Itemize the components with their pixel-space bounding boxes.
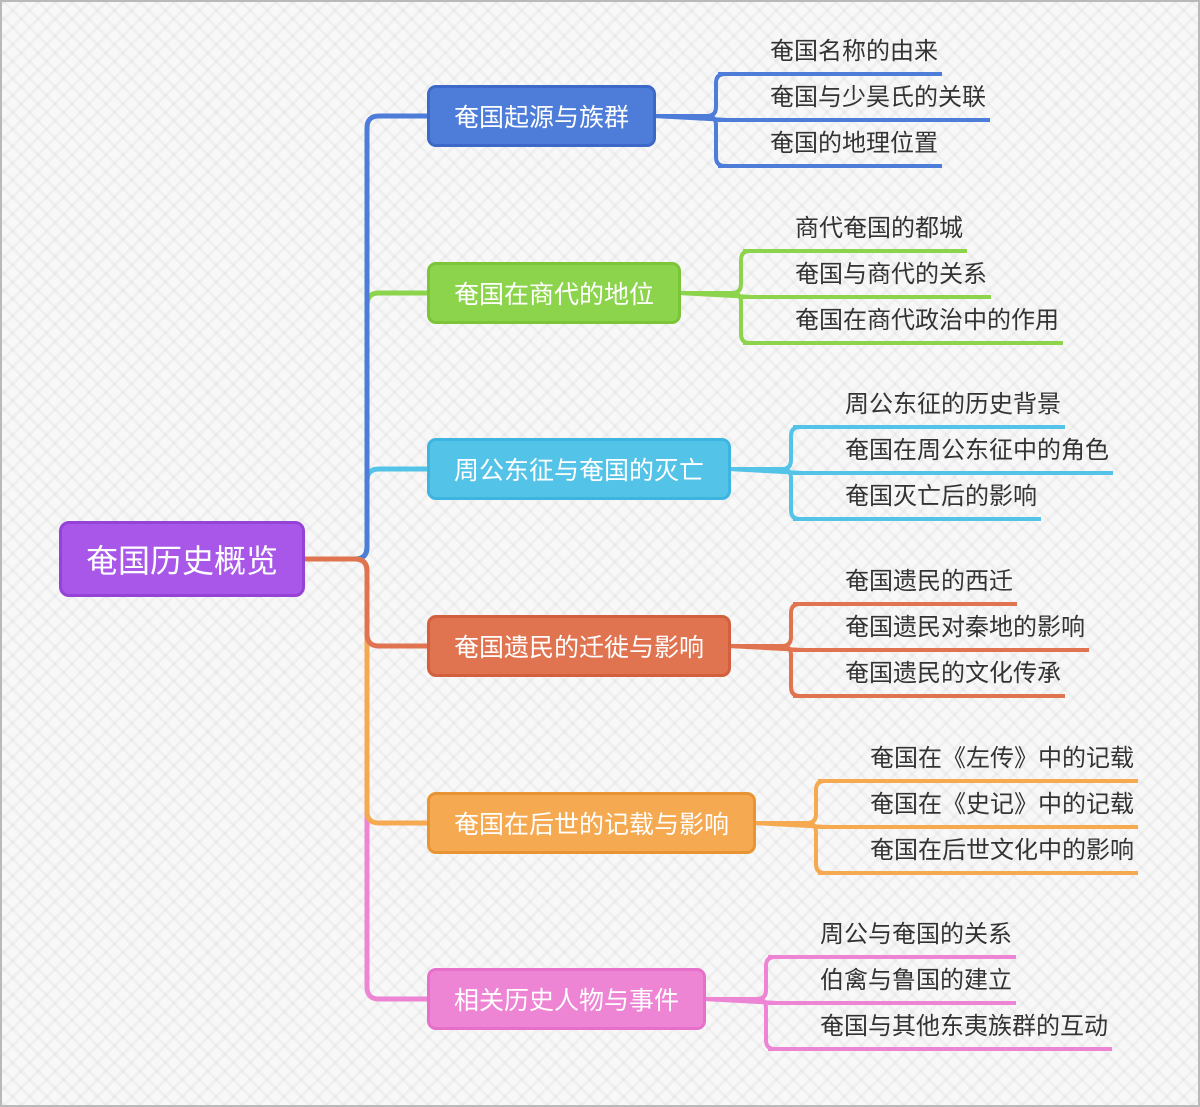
- child-topic[interactable]: 奄国与其他东夷族群的互动: [768, 1006, 1112, 1051]
- child-topic[interactable]: 奄国在周公东征中的角色: [793, 430, 1113, 475]
- child-topic[interactable]: 奄国遗民的西迁: [793, 561, 1017, 606]
- branch-node-migration[interactable]: 奄国遗民的迁徙与影响: [427, 615, 732, 677]
- child-topic[interactable]: 奄国灭亡后的影响: [793, 476, 1041, 521]
- child-topic[interactable]: 奄国与少昊氏的关联: [718, 77, 990, 122]
- child-topic[interactable]: 周公与奄国的关系: [768, 914, 1016, 959]
- branch-node-later-records[interactable]: 奄国在后世的记载与影响: [427, 792, 757, 854]
- child-topic[interactable]: 奄国在《左传》中的记载: [818, 738, 1138, 783]
- child-topic[interactable]: 奄国在《史记》中的记载: [818, 784, 1138, 829]
- child-topic[interactable]: 奄国在后世文化中的影响: [818, 830, 1138, 875]
- root-node[interactable]: 奄国历史概览: [59, 521, 306, 597]
- child-topic[interactable]: 奄国名称的由来: [718, 31, 942, 76]
- child-topic[interactable]: 奄国的地理位置: [718, 123, 942, 168]
- child-topic[interactable]: 奄国在商代政治中的作用: [743, 300, 1063, 345]
- child-topic[interactable]: 伯禽与鲁国的建立: [768, 960, 1016, 1005]
- child-topic[interactable]: 奄国遗民对秦地的影响: [793, 607, 1089, 652]
- child-topic[interactable]: 奄国遗民的文化传承: [793, 653, 1065, 698]
- child-topic[interactable]: 商代奄国的都城: [743, 208, 967, 253]
- child-topic[interactable]: 周公东征的历史背景: [793, 384, 1065, 429]
- branch-node-zhou-conquest[interactable]: 周公东征与奄国的灭亡: [427, 438, 732, 500]
- branch-node-origins[interactable]: 奄国起源与族群: [427, 85, 657, 147]
- branch-node-shang-status[interactable]: 奄国在商代的地位: [427, 262, 682, 324]
- branch-node-people-events[interactable]: 相关历史人物与事件: [427, 968, 707, 1030]
- child-topic[interactable]: 奄国与商代的关系: [743, 254, 991, 299]
